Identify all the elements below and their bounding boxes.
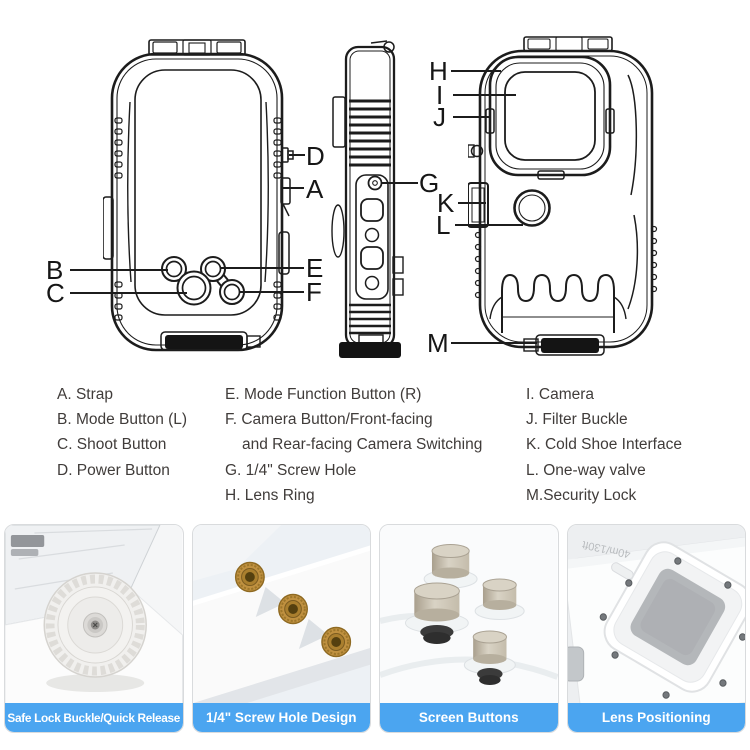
legend-item-h: H. Lens Ring — [225, 486, 315, 504]
legend-item-m: M.Security Lock — [526, 486, 637, 504]
callout-letter-h: H — [429, 56, 448, 86]
callout-letter-g: G — [419, 168, 440, 198]
legend-item-b: B. Mode Button (L) — [57, 411, 188, 429]
legend-column-2: E. Mode Function Button (R) F. Camera Bu… — [225, 382, 482, 508]
screen-button-1 — [423, 544, 478, 589]
callout-letter-j: J — [433, 102, 446, 132]
panel-lens-positioning: 40m/130ft Lens Positioning — [566, 524, 746, 733]
callout-letter-a: A — [306, 174, 324, 204]
legend-item-f: F. Camera Button/Front-facing — [225, 411, 433, 429]
legend-item-g: G. 1/4" Screw Hole — [225, 461, 357, 479]
safe-lock-buckle-photo — [5, 525, 183, 704]
screen-buttons-photo — [380, 525, 558, 704]
leader-line-j — [453, 116, 489, 118]
leader-line-m — [451, 342, 537, 344]
lens-positioning-photo — [567, 525, 745, 704]
leader-line-b — [70, 269, 168, 271]
screen-button-3 — [474, 578, 525, 620]
callout-letter-d: D — [306, 141, 325, 171]
caption-safe-lock-buckle: Safe Lock Buckle/Quick Release — [5, 703, 183, 732]
callout-letter-b: B — [46, 255, 64, 285]
lens-ring-glyph — [488, 55, 612, 177]
legend-column-3: I. Camera J. Filter Buckle K. Cold Shoe … — [526, 382, 682, 508]
leader-line-c — [70, 292, 187, 294]
strap-hook-glyph — [280, 177, 291, 217]
screen-button-4 — [463, 630, 516, 685]
caption-screw-hole: 1/4" Screw Hole Design — [192, 703, 370, 732]
callout-letter-c: C — [46, 278, 65, 308]
leader-line-k — [458, 202, 486, 204]
panel-screen-buttons: Screen Buttons — [379, 524, 559, 733]
leader-line-d — [289, 154, 305, 156]
legend-column-1: A. Strap B. Mode Button (L) C. Shoot But… — [57, 382, 187, 483]
diagram-area: A B C D E F G H I J K L M — [46, 36, 658, 358]
callout-letter-m: M — [427, 328, 449, 358]
legend-item-a: A. Strap — [57, 386, 113, 403]
panel-safe-lock-buckle: Safe Lock Buckle/Quick Release — [4, 524, 184, 733]
caption-lens-positioning: Lens Positioning — [567, 703, 745, 732]
lens-window-glyph — [603, 541, 745, 693]
caption-screen-buttons: Screen Buttons — [380, 703, 558, 732]
callout-letter-k: K — [437, 188, 455, 218]
callout-letter-f: F — [306, 277, 322, 307]
filter-buckle-glyph — [485, 108, 615, 180]
legend-item-k: K. Cold Shoe Interface — [526, 436, 682, 454]
leader-line-f — [239, 291, 304, 293]
one-way-valve-glyph — [513, 189, 551, 227]
leader-line-e — [220, 267, 304, 269]
callout-letter-l: L — [436, 210, 451, 240]
leader-line-l — [455, 224, 523, 226]
legend-item-f-cont: and Rear-facing Camera Switching — [242, 436, 483, 454]
side-view-drawing — [331, 40, 404, 358]
brass-insert-3 — [320, 626, 351, 658]
brass-insert-1 — [234, 561, 265, 593]
panel-screw-hole-design: 1/4" Screw Hole Design — [191, 524, 371, 733]
legend-item-j: J. Filter Buckle — [526, 411, 628, 429]
front-view-drawing — [103, 39, 294, 352]
screen-button-2 — [405, 582, 469, 644]
back-view-drawing — [468, 36, 658, 356]
feature-panels: Safe Lock Buckle/Quick Release — [4, 524, 746, 733]
legend-item-e: E. Mode Function Button (R) — [225, 386, 422, 403]
callout-letter-i: I — [436, 80, 444, 110]
screw-hole-photo — [192, 525, 370, 704]
legend-item-c: C. Shoot Button — [57, 436, 167, 454]
security-lock-glyph — [523, 334, 605, 356]
parts-legend: A. Strap B. Mode Button (L) C. Shoot But… — [0, 380, 750, 520]
leader-line-i — [453, 94, 516, 96]
brass-insert-2 — [277, 593, 308, 625]
leader-line-a — [283, 187, 304, 189]
callout-letter-e: E — [306, 253, 324, 283]
legend-item-i: I. Camera — [526, 386, 595, 403]
legend-item-l: L. One-way valve — [526, 461, 646, 479]
leader-line-g — [382, 182, 418, 184]
cold-shoe-glyph — [468, 182, 489, 228]
leader-line-h — [451, 70, 501, 72]
legend-item-d: D. Power Button — [57, 461, 170, 479]
